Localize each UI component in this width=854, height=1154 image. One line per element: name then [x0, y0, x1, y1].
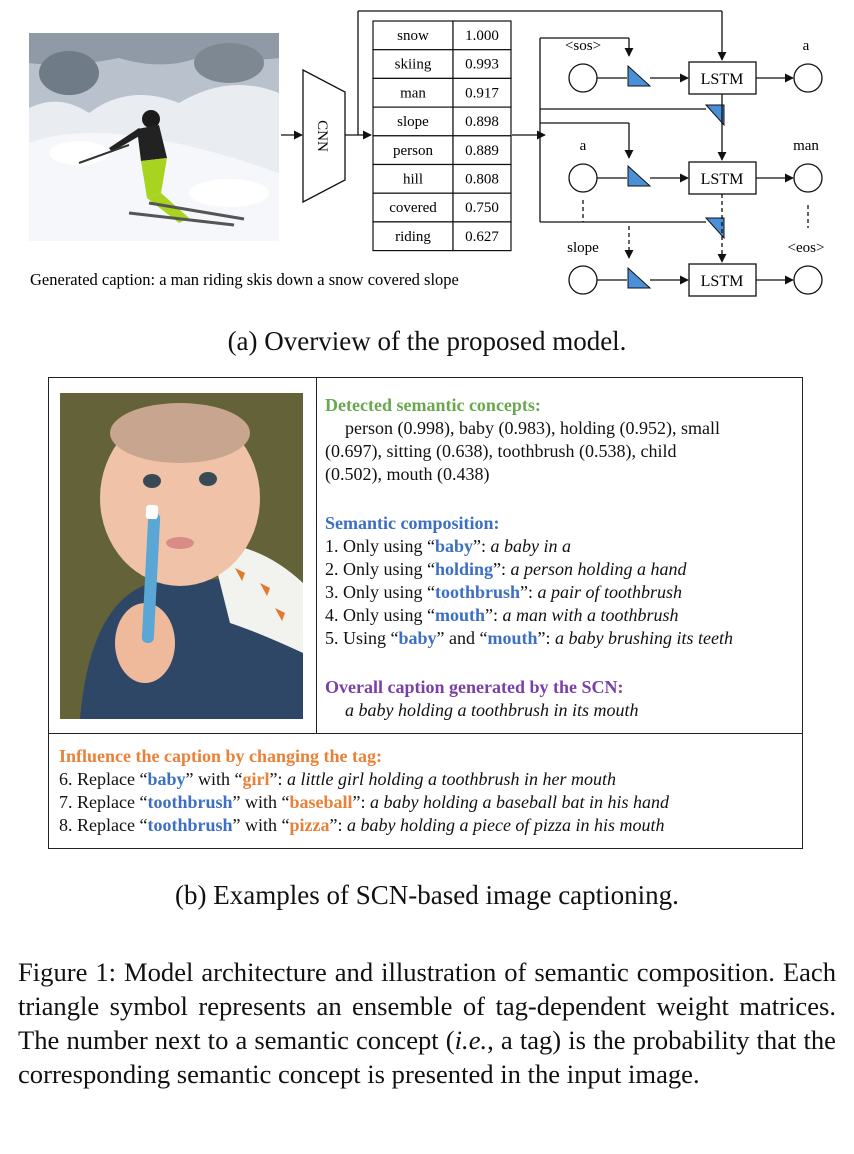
hidden-weight-triangle — [704, 217, 725, 240]
weight-triangle — [627, 64, 652, 87]
cnn-block — [302, 68, 346, 204]
lstm-box — [688, 61, 757, 95]
hidden-weight-triangle — [704, 104, 725, 127]
output-node — [793, 265, 823, 295]
output-node — [793, 163, 823, 193]
detected-heading: Detected semantic concepts: — [325, 395, 541, 415]
tag-name: covered — [389, 200, 437, 216]
lstm-label: LSTM — [701, 71, 744, 88]
tag-prob: 0.889 — [465, 143, 499, 159]
skier-photo — [29, 33, 279, 241]
composition-item: 1. Only using “baby”: a baby in a — [325, 536, 572, 556]
prob-cell — [452, 77, 512, 108]
composition-item: 4. Only using “mouth”: a man with a toot… — [325, 605, 679, 625]
input-word: <sos> — [565, 38, 601, 54]
tag-name: person — [393, 143, 433, 159]
detected-line-3: (0.502), mouth (0.438) — [325, 464, 490, 484]
output-word: man — [793, 138, 819, 154]
tag-prob: 1.000 — [465, 28, 499, 44]
prob-cell — [452, 192, 512, 223]
subcaption-a: (a) Overview of the proposed model. — [227, 326, 627, 356]
lstm-label: LSTM — [701, 273, 744, 290]
lstm-box — [688, 161, 757, 195]
subcaption-b: (b) Examples of SCN-based image captioni… — [175, 880, 679, 910]
cnn-label: CNN — [314, 120, 330, 152]
model-diagram: CNN snow 1.000 skiing 0.993 man 0.917 slope 0.8… — [30, 10, 825, 297]
tag-prob: 0.750 — [465, 200, 499, 216]
tag-cell — [372, 135, 454, 166]
output-node — [793, 63, 823, 93]
composition-item: 5. Using “baby” and “mouth”: a baby brus… — [325, 628, 734, 648]
tag-name: skiing — [395, 57, 432, 73]
detected-line-1: person (0.998), baby (0.983), holding (0… — [345, 418, 720, 438]
tag-name: snow — [397, 28, 429, 44]
influence-heading: Influence the caption by changing the ta… — [59, 746, 383, 766]
baby-photo — [60, 393, 303, 719]
input-node — [568, 163, 598, 193]
prob-cell — [452, 221, 512, 252]
composition-item: 2. Only using “holding”: a person holdin… — [325, 559, 687, 579]
generated-caption: Generated caption: a man riding skis dow… — [30, 270, 459, 289]
composition-item: 3. Only using “toothbrush”: a pair of to… — [325, 582, 683, 602]
prob-cell — [452, 135, 512, 166]
examples-box: Detected semantic concepts: person (0.99… — [48, 377, 803, 849]
composition-heading: Semantic composition: — [325, 513, 500, 533]
tag-name: man — [400, 85, 426, 101]
input-word: a — [580, 138, 587, 154]
tag-cell — [372, 221, 454, 252]
prob-cell — [452, 20, 512, 51]
tag-name: hill — [403, 172, 423, 188]
weight-triangle — [627, 164, 652, 187]
tag-table: snow 1.000 skiing 0.993 man 0.917 slope 0.898 pe… — [372, 20, 512, 252]
tag-name: riding — [395, 229, 431, 245]
weight-triangle — [627, 266, 652, 289]
tag-prob: 0.898 — [465, 114, 499, 130]
input-node — [568, 265, 598, 295]
influence-item: 8. Replace “toothbrush” with “pizza”: a … — [59, 815, 665, 835]
horizontal-divider — [49, 733, 802, 734]
vertical-divider — [316, 378, 317, 733]
tag-prob: 0.627 — [465, 229, 499, 245]
influence-item: 6. Replace “baby” with “girl”: a little … — [59, 769, 616, 789]
detected-line-2: (0.697), sitting (0.638), toothbrush (0.… — [325, 441, 677, 461]
input-word: slope — [567, 240, 599, 256]
tag-prob: 0.993 — [465, 57, 499, 73]
input-node — [568, 63, 598, 93]
tag-prob: 0.917 — [465, 85, 499, 101]
prob-cell — [452, 163, 512, 194]
output-word: <eos> — [788, 240, 825, 256]
figure-caption: Figure 1: Model architecture and illustr… — [18, 957, 836, 1089]
tag-prob: 0.808 — [465, 172, 499, 188]
tag-cell — [372, 163, 454, 194]
lstm-label: LSTM — [701, 171, 744, 188]
tag-name: slope — [397, 114, 429, 130]
overall-caption: a baby holding a toothbrush in its mouth — [345, 700, 639, 720]
output-word: a — [803, 38, 810, 54]
influence-item: 7. Replace “toothbrush” with “baseball”:… — [59, 792, 669, 812]
tag-cell — [372, 20, 454, 51]
overall-heading: Overall caption generated by the SCN: — [325, 677, 624, 697]
